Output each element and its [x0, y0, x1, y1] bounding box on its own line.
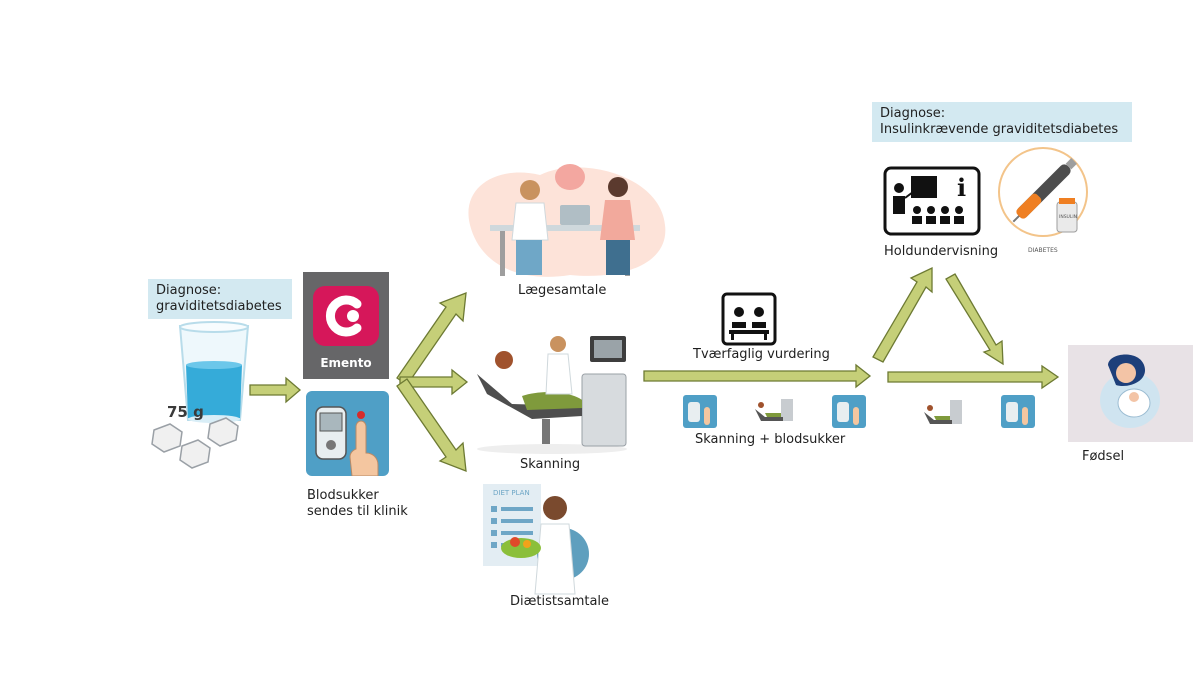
classroom-icon: i — [883, 166, 981, 236]
followup-scan-icon-1 — [755, 399, 793, 421]
insulin-vial-label: INSULIN — [1059, 214, 1077, 220]
glucose-glass-icon — [151, 321, 250, 469]
diagnosis-right-line1: Diagnose: — [880, 106, 946, 121]
arrow-glass-to-app — [249, 376, 301, 404]
emento-app-name: Emento — [320, 356, 372, 370]
followup-label: Skanning + blodsukker — [695, 432, 846, 447]
emento-app-tile: Emento — [303, 272, 389, 379]
blood-sugar-label: Blodsukker sendes til klinik — [307, 488, 408, 520]
arrow-to-dietitian — [396, 378, 467, 472]
svg-text:i: i — [957, 173, 966, 202]
insulin-caption: DIABETES — [1028, 247, 1058, 254]
followup-scan-icon-2 — [924, 400, 962, 424]
glucose-meter-icon — [306, 391, 389, 476]
followup-glucose-icon-3 — [1001, 395, 1035, 428]
teaching-label: Holdundervisning — [884, 244, 999, 259]
emento-logo-icon — [313, 286, 379, 346]
diagnosis-left-line1: Diagnose: — [156, 283, 222, 298]
diagnosis-right-line2: Insulinkrævende graviditetsdiabetes — [880, 122, 1119, 137]
doctor-consultation-illustration — [468, 164, 666, 277]
followup-glucose-icon-2 — [832, 395, 866, 428]
dietitian-label: Diætistsamtale — [510, 594, 610, 609]
ultrasound-scan-illustration — [477, 336, 627, 454]
arrow-to-birth — [887, 364, 1060, 390]
sugar-cubes-icon — [151, 417, 239, 469]
diagnosis-left-line2: graviditetsdiabetes — [156, 299, 282, 314]
blood-sugar-line2: sendes til klinik — [307, 504, 408, 519]
meeting-table-icon — [721, 292, 777, 346]
embryo-icon — [555, 164, 585, 190]
birth-label: Fødsel — [1082, 449, 1125, 464]
insulin-pen-icon: INSULIN DIABETES — [998, 147, 1088, 254]
diagnosis-box-right: Diagnose: Insulinkrævende graviditetsdia… — [872, 102, 1132, 142]
arrow-to-review — [643, 363, 872, 389]
consultation-label: Lægesamtale — [518, 283, 607, 298]
scan-label: Skanning — [520, 457, 581, 472]
arrow-to-teaching — [872, 266, 933, 363]
review-label: Tværfaglig vurdering — [693, 347, 830, 362]
arrow-to-consultation — [396, 292, 467, 386]
glucose-amount: 75 g — [167, 403, 204, 421]
diet-plan-title: DIET PLAN — [493, 489, 530, 497]
diagnosis-box-left: Diagnose: graviditetsdiabetes — [148, 279, 292, 319]
blood-sugar-line1: Blodsukker — [307, 488, 379, 503]
arrow-from-teaching — [945, 273, 1004, 366]
dietitian-illustration: DIET PLAN — [483, 484, 589, 595]
followup-glucose-icon-1 — [683, 395, 717, 428]
mother-baby-illustration — [1068, 345, 1193, 442]
